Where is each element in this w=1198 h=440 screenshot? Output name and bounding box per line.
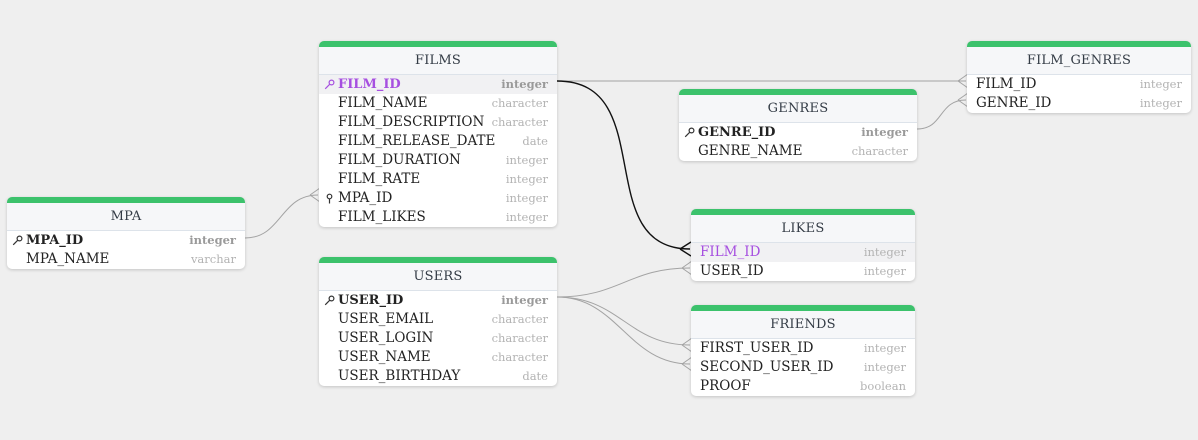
key-icon: [684, 127, 695, 138]
field-type: character: [491, 96, 548, 110]
key-icon: [324, 295, 335, 306]
field-friends-first-user-id[interactable]: FIRST_USER_ID integer: [691, 339, 915, 358]
field-likes-user-id[interactable]: USER_ID integer: [691, 262, 915, 281]
field-type: integer: [505, 172, 548, 186]
field-users-user-name[interactable]: USER_NAME character: [319, 348, 557, 367]
field-type: character: [491, 115, 548, 129]
field-type: integer: [505, 153, 548, 167]
field-name: FILM_RATE: [338, 171, 421, 187]
field-name: FILM_NAME: [338, 95, 428, 111]
field-type: date: [522, 369, 548, 383]
field-name: USER_NAME: [338, 349, 431, 365]
field-type: varchar: [190, 252, 236, 266]
field-type: integer: [501, 77, 548, 91]
field-type: integer: [861, 125, 908, 139]
field-type: integer: [863, 245, 906, 259]
field-name: SECOND_USER_ID: [700, 359, 834, 375]
table-mpa[interactable]: MPA MPA_ID integer MPA_NAME varchar: [7, 197, 245, 269]
table-genres-title: GENRES: [679, 95, 917, 123]
field-name: FILM_ID: [976, 76, 1037, 92]
relation-users-friends-first[interactable]: [556, 296, 691, 346]
field-name: USER_ID: [338, 293, 404, 308]
field-type: integer: [1139, 77, 1182, 91]
field-name: GENRE_ID: [698, 125, 776, 140]
table-users-title: USERS: [319, 263, 557, 291]
crowfoot-likes-film-id: [679, 241, 692, 257]
field-friends-proof[interactable]: PROOF boolean: [691, 377, 915, 396]
field-mpa-mpa-id[interactable]: MPA_ID integer: [7, 231, 245, 250]
relation-genres-film-genres[interactable]: [916, 99, 967, 130]
field-mpa-mpa-name[interactable]: MPA_NAME varchar: [7, 250, 245, 269]
field-type: character: [491, 331, 548, 345]
field-genres-genre-id[interactable]: GENRE_ID integer: [679, 123, 917, 142]
field-name: USER_EMAIL: [338, 311, 434, 327]
field-name: USER_ID: [700, 263, 764, 279]
field-name: GENRE_ID: [976, 95, 1052, 111]
field-type: integer: [1139, 96, 1182, 110]
field-films-film-description[interactable]: FILM_DESCRIPTION character: [319, 113, 557, 132]
field-users-user-login[interactable]: USER_LOGIN character: [319, 329, 557, 348]
relation-films-likes[interactable]: [556, 80, 691, 250]
table-likes-title: LIKES: [691, 215, 915, 243]
table-film-genres-title: FILM_GENRES: [967, 47, 1191, 75]
field-friends-second-user-id[interactable]: SECOND_USER_ID integer: [691, 358, 915, 377]
field-genres-genre-name[interactable]: GENRE_NAME character: [679, 142, 917, 161]
relation-users-likes[interactable]: [556, 267, 691, 298]
field-films-film-rate[interactable]: FILM_RATE integer: [319, 170, 557, 189]
field-name: FILM_LIKES: [338, 209, 426, 225]
field-film-genres-film-id[interactable]: FILM_ID integer: [967, 75, 1191, 94]
field-type: boolean: [860, 379, 906, 393]
key-icon: [324, 79, 335, 90]
field-type: integer: [863, 360, 906, 374]
field-name: FILM_DURATION: [338, 152, 461, 168]
field-name: USER_BIRTHDAY: [338, 368, 461, 384]
field-users-user-birthday[interactable]: USER_BIRTHDAY date: [319, 367, 557, 386]
field-name: MPA_NAME: [26, 251, 110, 267]
field-type: character: [491, 312, 548, 326]
field-type: integer: [863, 341, 906, 355]
pin-icon: [326, 193, 333, 204]
table-friends[interactable]: FRIENDS FIRST_USER_ID integer SECOND_USE…: [691, 305, 915, 396]
field-type: date: [522, 134, 548, 148]
field-films-mpa-id[interactable]: MPA_ID integer: [319, 189, 557, 208]
field-name: MPA_ID: [26, 233, 84, 248]
field-name: MPA_ID: [338, 190, 393, 206]
table-mpa-title: MPA: [7, 203, 245, 231]
field-name: GENRE_NAME: [698, 143, 803, 159]
field-likes-film-id[interactable]: FILM_ID integer: [691, 243, 915, 262]
relation-mpa-films[interactable]: [244, 194, 319, 239]
field-users-user-id[interactable]: USER_ID integer: [319, 291, 557, 310]
table-film-genres[interactable]: FILM_GENRES FILM_ID integer GENRE_ID int…: [967, 41, 1191, 113]
field-films-film-likes[interactable]: FILM_LIKES integer: [319, 208, 557, 227]
field-type: integer: [189, 233, 236, 247]
field-name: USER_LOGIN: [338, 330, 434, 346]
field-type: character: [851, 144, 908, 158]
field-type: integer: [505, 210, 548, 224]
field-films-film-id[interactable]: FILM_ID integer: [319, 75, 557, 94]
field-type: integer: [863, 264, 906, 278]
field-name: FILM_ID: [700, 244, 761, 260]
field-films-film-name[interactable]: FILM_NAME character: [319, 94, 557, 113]
field-film-genres-genre-id[interactable]: GENRE_ID integer: [967, 94, 1191, 113]
field-users-user-email[interactable]: USER_EMAIL character: [319, 310, 557, 329]
relation-users-friends-second[interactable]: [556, 296, 691, 365]
field-type: integer: [505, 191, 548, 205]
field-films-film-duration[interactable]: FILM_DURATION integer: [319, 151, 557, 170]
table-genres[interactable]: GENRES GENRE_ID integer GENRE_NAME chara…: [679, 89, 917, 161]
field-films-film-release-date[interactable]: FILM_RELEASE_DATE date: [319, 132, 557, 151]
table-films-title: FILMS: [319, 47, 557, 75]
field-name: PROOF: [700, 378, 751, 394]
table-friends-title: FRIENDS: [691, 311, 915, 339]
table-films[interactable]: FILMS FILM_ID integer FILM_NAME characte…: [319, 41, 557, 227]
field-name: FILM_ID: [338, 77, 401, 92]
field-name: FILM_DESCRIPTION: [338, 114, 485, 130]
table-users[interactable]: USERS USER_ID integer USER_EMAIL charact…: [319, 257, 557, 386]
field-name: FILM_RELEASE_DATE: [338, 133, 496, 149]
field-type: character: [491, 350, 548, 364]
table-likes[interactable]: LIKES FILM_ID integer USER_ID integer: [691, 209, 915, 281]
field-name: FIRST_USER_ID: [700, 340, 814, 356]
key-icon: [12, 235, 23, 246]
field-type: integer: [501, 293, 548, 307]
